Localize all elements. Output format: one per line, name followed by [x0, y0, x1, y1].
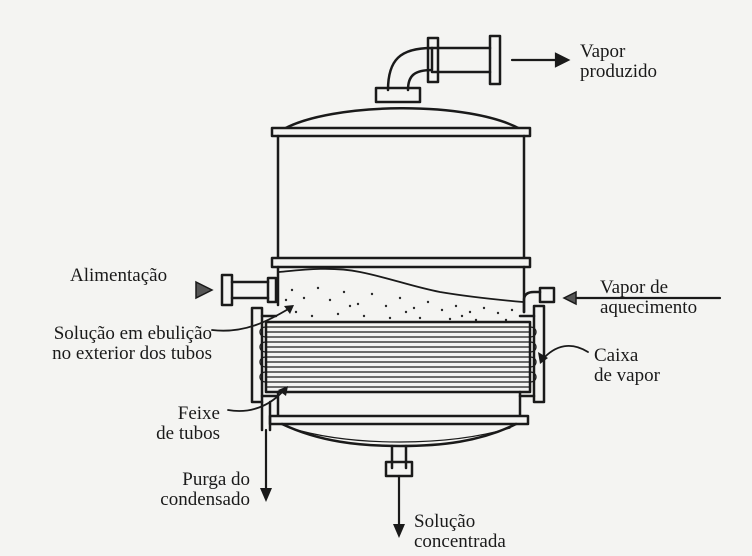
vessel-upper-shell: [270, 134, 532, 269]
steam-chest-right: [518, 304, 546, 404]
vessel-bottom: [268, 390, 530, 448]
boiling-bubbles: [284, 286, 514, 322]
feed-inlet-pipe: [220, 273, 278, 307]
leader-caixa-vapor: [541, 345, 589, 361]
leader-feixe-tubos: [227, 389, 285, 412]
label-alimentacao: Alimentação: [70, 265, 168, 286]
vessel-dome: [270, 107, 532, 138]
vessel-lower-shell: [276, 265, 526, 314]
leader-solucao-ebulicao: [211, 307, 291, 332]
vapor-outlet-pipe: [374, 34, 502, 104]
label-solucao-concentrada: Solução concentrada: [414, 511, 506, 552]
label-solucao-ebulicao: Solução em ebulição no exterior dos tubo…: [52, 323, 212, 364]
label-caixa-vapor: Caixa de vapor: [594, 345, 660, 386]
label-feixe-tubos: Feixe de tubos: [156, 403, 220, 444]
steam-chest-left: [250, 306, 278, 404]
label-purga-condensado: Purga do condensado: [160, 469, 250, 510]
arrow-alimentacao: [195, 280, 214, 300]
label-vapor-aquecimento: Vapor de aquecimento: [600, 277, 698, 318]
steam-inlet-pipe: [522, 286, 556, 314]
label-vapor-produzido: Vapor produzido: [580, 41, 658, 82]
tube-bundle: [259, 320, 537, 394]
concentrate-outlet-pipe: [384, 444, 414, 478]
